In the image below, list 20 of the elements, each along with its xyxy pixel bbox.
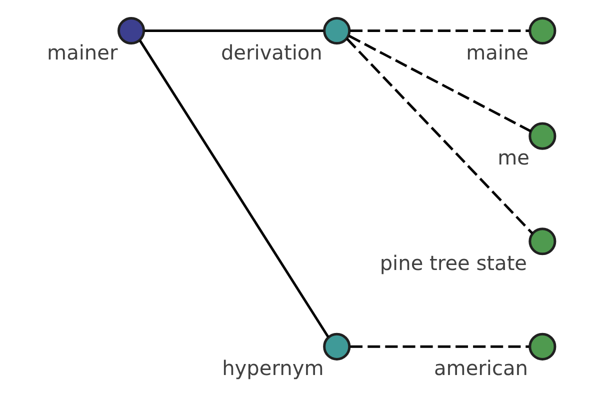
connector xyxy=(350,345,529,348)
node-label: hypernym xyxy=(222,356,324,380)
node-label: pine tree state xyxy=(379,250,527,275)
connector xyxy=(350,30,529,32)
node-circle xyxy=(528,122,556,150)
node-label: me xyxy=(497,146,530,170)
node-circle xyxy=(528,332,556,360)
connector xyxy=(348,34,531,132)
node-circle xyxy=(528,228,556,256)
node-label: mainer xyxy=(46,40,118,64)
node-circle xyxy=(528,16,556,45)
connector xyxy=(346,38,533,234)
node-label: maine xyxy=(466,40,528,64)
connector xyxy=(144,30,324,32)
connector xyxy=(138,40,329,338)
node-circle xyxy=(116,16,145,45)
node-label: american xyxy=(434,356,528,380)
node-circle xyxy=(322,332,350,360)
node-label: derivation xyxy=(220,40,322,64)
node-circle xyxy=(322,16,350,45)
